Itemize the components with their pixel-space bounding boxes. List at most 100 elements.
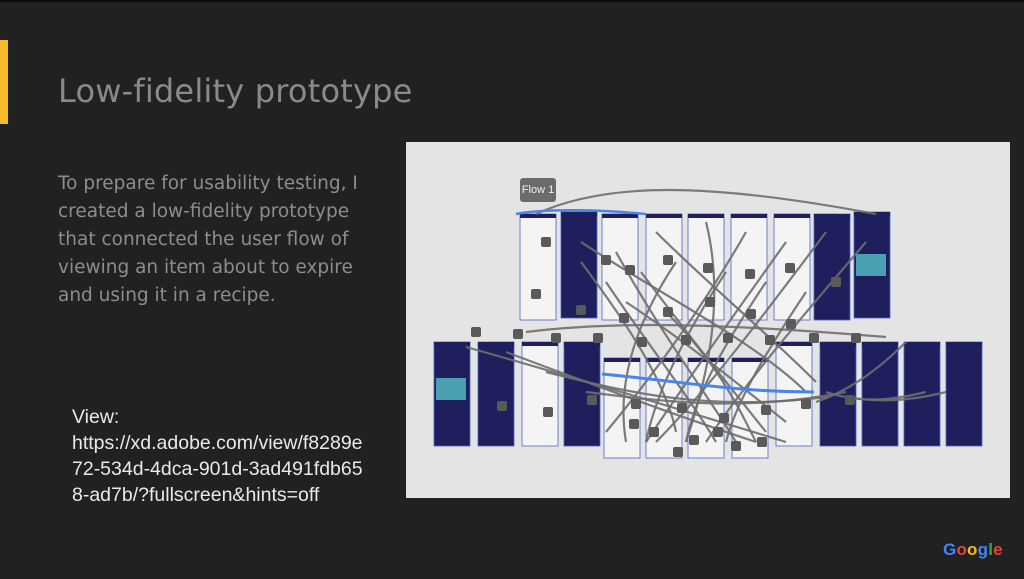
wireframe-screen-header (561, 212, 597, 216)
logo-letter: G (943, 540, 957, 559)
google-logo: Google (943, 540, 1003, 560)
wireframe-connector-node (801, 399, 811, 409)
wireframe-connector (585, 390, 847, 405)
wireframe-connector-node (663, 255, 673, 265)
wireframe-connector (605, 281, 717, 443)
wireframe-connector-node (551, 333, 561, 343)
wireframe-connector-node (809, 333, 819, 343)
wireframe-connector-node (689, 435, 699, 445)
wireframe-connector (465, 345, 787, 444)
wireframe-screen-header (478, 342, 514, 346)
logo-letter: o (967, 540, 978, 559)
wireframe-connector (665, 311, 757, 443)
wireframe-screen (775, 341, 813, 447)
logo-letter: o (956, 540, 968, 559)
wireframe-screen-header (646, 358, 682, 362)
wireframe-connector (525, 323, 887, 339)
view-block: View: https://xd.adobe.com/view/f8289e72… (72, 404, 372, 508)
view-label: View: (72, 406, 120, 428)
wireframe-connector-node (681, 335, 691, 345)
wireframe-screen (560, 211, 598, 319)
wireframe-connector-node (587, 395, 597, 405)
wireframe-screen-header (776, 342, 812, 346)
wireframe-connector (535, 188, 877, 216)
wireframe-screen-header (564, 342, 600, 346)
wireframe-connector (655, 231, 817, 383)
wireframe-connector-node (576, 305, 586, 315)
wireframe-connector-node (845, 395, 855, 405)
prototype-link[interactable]: https://xd.adobe.com/view/f8289e72-534d-… (72, 432, 363, 506)
slide-title: Low-fidelity prototype (58, 72, 413, 110)
wireframe-connector-node (593, 333, 603, 343)
wireframe-connector-node (746, 309, 756, 319)
wireframe-connector-node (637, 337, 647, 347)
wireframe-screen (519, 213, 557, 321)
wireframe-connector-node (731, 441, 741, 451)
wireframe-connector-node (761, 405, 771, 415)
logo-letter: e (993, 540, 1003, 559)
wireframe-connector (605, 231, 747, 433)
wireframe-screen-header (604, 358, 640, 362)
wireframe-screen (861, 341, 899, 447)
wireframe-screen-header (774, 214, 810, 218)
logo-letter: l (988, 540, 994, 559)
wireframe-screen-header (820, 342, 856, 346)
wireframe-connector (644, 271, 727, 443)
wireframe-screen (477, 341, 515, 447)
wireframe-screen-header (814, 214, 850, 218)
wireframe-connector-node (513, 329, 523, 339)
wireframe-connector-node (601, 255, 611, 265)
flow-label: Flow 1 (520, 178, 556, 202)
wireframe-screen-header (862, 342, 898, 346)
wireframe-connector (684, 281, 767, 443)
wireframe-connector-node (663, 307, 673, 317)
wireframe-connector-node (851, 333, 861, 343)
wireframe-connector-node (705, 297, 715, 307)
wireframe-connector (645, 241, 787, 443)
wireframe-screen-header (688, 214, 724, 218)
wireframe-connector (724, 291, 807, 443)
wireframe-connector-node (625, 265, 635, 275)
wireframe-teal-block (436, 378, 466, 400)
wireframe-connector (684, 221, 716, 443)
wireframe-screen-header (732, 358, 768, 362)
wireframe-connector-node (765, 335, 775, 345)
wireframe-screen-header (434, 342, 470, 346)
highlighted-flow-path (515, 208, 647, 216)
prototype-image: Flow 1 (406, 142, 1010, 498)
accent-bar (0, 40, 8, 124)
wireframe-connector-node (541, 237, 551, 247)
wireframe-connector-node (531, 289, 541, 299)
wireframe-connector (655, 231, 827, 443)
wireframe-connector-node (649, 427, 659, 437)
wireframe-connector-node (497, 401, 507, 411)
wireframe-connector-node (673, 447, 683, 457)
slide-top-border (0, 0, 1024, 2)
wireframe-connector-node (543, 407, 553, 417)
wireframe-connector-node (757, 437, 767, 447)
wireframe-screen-header (946, 342, 982, 346)
wireframe-connector-node (631, 399, 641, 409)
wireframe-screen (521, 341, 559, 447)
prototype-wireframe-diagram (433, 188, 983, 459)
wireframe-connector-node (619, 313, 629, 323)
wireframe-screen-header (520, 214, 556, 218)
wireframe-connector-node (745, 269, 755, 279)
wireframe-connector (622, 261, 677, 443)
wireframe-connector-node (723, 333, 733, 343)
wireframe-connector-node (703, 263, 713, 273)
wireframe-connector (825, 390, 927, 401)
wireframe-screen (945, 341, 983, 447)
wireframe-screen-header (646, 214, 682, 218)
wireframe-screen-header (904, 342, 940, 346)
wireframe-connector-node (785, 263, 795, 273)
wireframe-connector-node (719, 413, 729, 423)
wireframe-connector-node (677, 403, 687, 413)
wireframe-screen (730, 213, 768, 321)
highlighted-flow-path (601, 372, 815, 394)
wireframe-connector-node (629, 419, 639, 429)
wireframe-connector-node (831, 277, 841, 287)
wireframe-screen-header (602, 214, 638, 218)
wireframe-teal-block (856, 254, 886, 276)
wireframe-connector-node (786, 319, 796, 329)
